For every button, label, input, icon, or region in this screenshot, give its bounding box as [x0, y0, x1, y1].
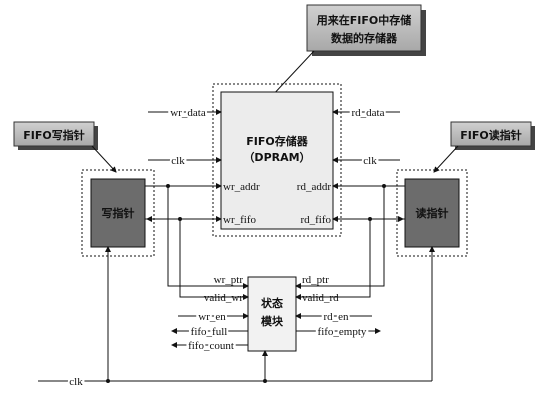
wr-ptr-wire: [167, 186, 249, 289]
callout-write-pointer-arrow: [91, 145, 117, 173]
rd-fifo-label: rd_fifo: [300, 214, 331, 226]
rd-en-label-bg: rd_en: [323, 311, 349, 323]
status-module-block: 状态 模块: [247, 276, 297, 352]
dpram-title: FIFO存储器: [246, 134, 308, 148]
clk-write-junction: [106, 379, 110, 383]
clk-right-label-bg: clk: [363, 155, 377, 167]
read-pointer-block: 读指针: [396, 169, 468, 257]
fifo-full-label: fifo_full: [191, 326, 228, 338]
rd-ptr-wire: [295, 186, 385, 289]
fifo-count-label: fifo_count: [188, 340, 234, 352]
write-pointer-label: 写指针: [102, 206, 135, 220]
callout-storage-line2: 数据的存储器: [331, 31, 398, 45]
status-module-line2: 模块: [261, 314, 284, 328]
valid-rd-label: valid_rd: [302, 292, 339, 304]
clk-left-label-bg: clk: [171, 155, 185, 167]
write-pointer-block: 写指针: [81, 169, 155, 257]
callout-read-pointer-arrow: [433, 145, 459, 173]
wr-data-label: wr_data: [170, 107, 206, 119]
read-pointer-label: 读指针: [416, 206, 449, 220]
clk-left-label: clk: [171, 155, 185, 167]
clk-bottom-label-bg: clk: [69, 376, 83, 388]
callout-read-pointer-text: FIFO读指针: [460, 128, 521, 142]
callout-write-pointer: FIFO写指针: [13, 121, 117, 173]
callout-storage-line1: 用来在FIFO中存储: [317, 13, 411, 27]
clk-bottom-label: clk: [69, 376, 83, 388]
clk-right-label: clk: [363, 155, 377, 167]
dpram-block: FIFO存储器 （DPRAM）: [212, 83, 342, 237]
callout-storage-arrow: [269, 50, 315, 99]
status-module-line1: 状态: [261, 296, 283, 310]
rd-ptr-label: rd_ptr: [302, 274, 329, 286]
valid-wr-wire: [179, 219, 249, 300]
dpram-subtitle: （DPRAM）: [243, 151, 310, 164]
wr-en-label: wr_en: [198, 311, 226, 323]
wr-addr-label: wr_addr: [223, 181, 260, 193]
wr-fifo-label: wr_fifo: [223, 214, 256, 226]
wr-en-label-bg: wr_en: [198, 311, 226, 323]
clk-status-junction: [263, 379, 267, 383]
fifo-empty-label-bg: fifo_empty: [318, 326, 367, 338]
fifo-full-label-bg: fifo_full: [191, 326, 228, 338]
valid-rd-wire: [295, 219, 371, 300]
callout-write-pointer-text: FIFO写指针: [23, 128, 84, 142]
rd-data-label-bg: rd_data: [352, 107, 385, 119]
callout-storage: 用来在FIFO中存储 数据的存储器: [269, 4, 426, 99]
callout-read-pointer: FIFO读指针: [433, 121, 535, 173]
rd-data-label: rd_data: [352, 107, 385, 119]
valid-wr-label: valid_wr: [204, 292, 243, 304]
wr-ptr-label: wr_ptr: [214, 274, 244, 286]
fifo-empty-label: fifo_empty: [318, 326, 367, 338]
wr-data-label-bg: wr_data: [170, 107, 206, 119]
fifo-count-label-bg: fifo_count: [188, 340, 234, 352]
rd-addr-label: rd_addr: [297, 181, 332, 193]
rd-en-label: rd_en: [323, 311, 349, 323]
